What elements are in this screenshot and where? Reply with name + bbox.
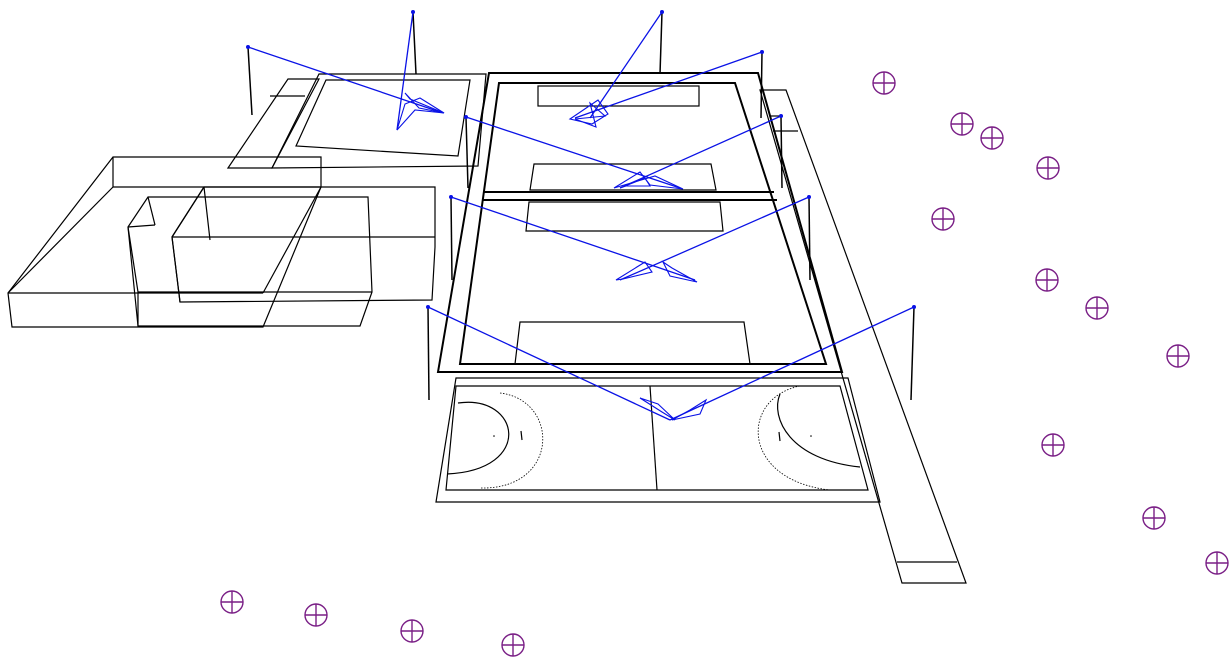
handball-court	[435, 377, 881, 503]
building-inner-box	[171, 186, 436, 303]
crosshair-circle-icon	[220, 590, 244, 614]
light-beams	[246, 10, 916, 421]
crosshair-circle-icon	[1036, 156, 1060, 180]
crosshair-circle-icon	[1035, 268, 1059, 292]
crosshair-circle-icon	[950, 112, 974, 136]
building-middle-box	[127, 196, 373, 327]
crosshair-circle-icon	[400, 619, 424, 643]
crosshair-circle-icon	[1166, 344, 1190, 368]
crosshair-circle-icon	[304, 603, 328, 627]
court-inner-rectangles	[514, 85, 751, 365]
crosshair-circle-icon	[501, 633, 525, 657]
right-walkway-strip	[759, 89, 967, 584]
crosshair-circle-icon	[931, 207, 955, 231]
crosshair-circle-icon	[980, 126, 1004, 150]
crosshair-circle-icon	[1142, 506, 1166, 530]
crosshair-circle-icon	[1041, 433, 1065, 457]
light-poles	[247, 11, 915, 401]
crosshair-circle-icon	[1085, 296, 1109, 320]
upper-left-court	[226, 73, 487, 169]
crosshair-circle-icon	[872, 71, 896, 95]
measurement-markers	[220, 71, 1229, 657]
crosshair-circle-icon	[1205, 551, 1229, 575]
